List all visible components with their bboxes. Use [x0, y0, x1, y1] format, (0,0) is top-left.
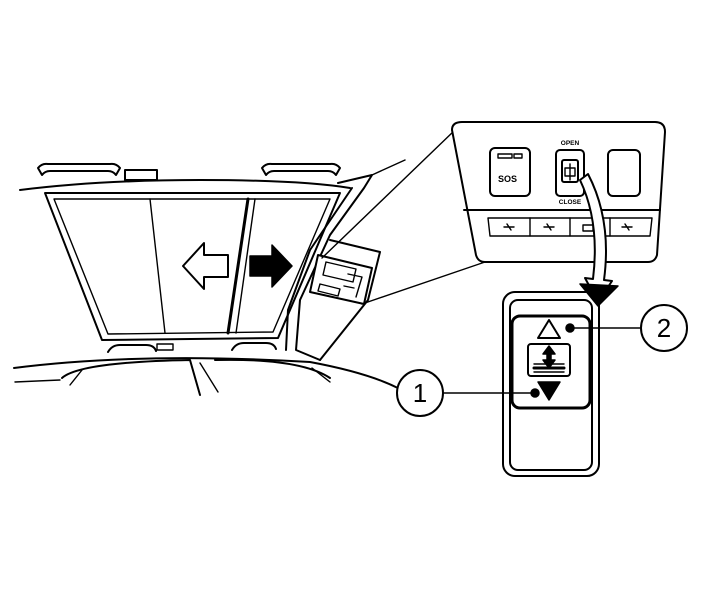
console-button-icons — [503, 223, 633, 232]
sunroof-switch-panel: OPEN CLOSE — [555, 140, 585, 206]
sunroof-switch-enlarged — [502, 291, 600, 477]
overhead-console-detail: SOS OPEN CLOSE — [451, 121, 666, 263]
console-in-vehicle — [309, 254, 373, 305]
switch-housing-outer — [502, 291, 600, 477]
seat-detail-left — [14, 369, 83, 386]
seat-detail-right — [199, 362, 331, 393]
switch-rocker — [510, 314, 592, 410]
roof-clip-center — [124, 169, 158, 181]
console-housing — [451, 121, 666, 263]
seat-right — [214, 358, 331, 379]
callout-2: 2 — [569, 304, 688, 352]
roof-rear-line — [13, 357, 411, 396]
sunroof-frame-inner — [53, 198, 331, 335]
switch-housing-inner — [509, 299, 593, 471]
grab-handle-left — [37, 162, 121, 176]
zoom-leader-lines — [321, 129, 486, 305]
sunroof-switch-icon — [527, 343, 571, 377]
callout-2-number: 2 — [657, 313, 671, 343]
headrest-right — [231, 342, 277, 351]
triangle-down-filled-icon — [537, 381, 561, 401]
triangle-up-outline-icon — [537, 319, 561, 339]
vehicle-roof-interior — [13, 159, 411, 396]
glass-panel-edge-2 — [235, 198, 256, 334]
open-label: OPEN — [561, 140, 580, 147]
dome-light — [156, 343, 174, 351]
glass-panel-edge — [226, 197, 250, 335]
callout-1-number: 1 — [413, 378, 427, 408]
zoom-arrow — [579, 173, 619, 307]
arrow-left-outline-icon — [182, 242, 229, 290]
roof-outline — [19, 179, 351, 191]
seat-left — [61, 359, 201, 396]
a-pillar-inner — [285, 187, 353, 351]
sos-label: SOS — [498, 174, 517, 184]
sunroof-frame-outer — [44, 192, 341, 341]
callout-1: 1 — [396, 369, 536, 417]
close-label: CLOSE — [559, 199, 582, 206]
console-blank-panel — [607, 149, 641, 197]
close-switch[interactable] — [530, 381, 561, 401]
windshield-edge — [371, 159, 406, 176]
sos-button[interactable]: SOS — [489, 147, 531, 197]
headrest-left — [107, 344, 157, 353]
open-switch[interactable] — [537, 319, 575, 339]
arrow-right-filled-icon — [249, 244, 293, 288]
grab-handle-right — [261, 162, 341, 176]
glass-divider-left — [149, 198, 166, 334]
front-console-lower — [319, 239, 381, 361]
